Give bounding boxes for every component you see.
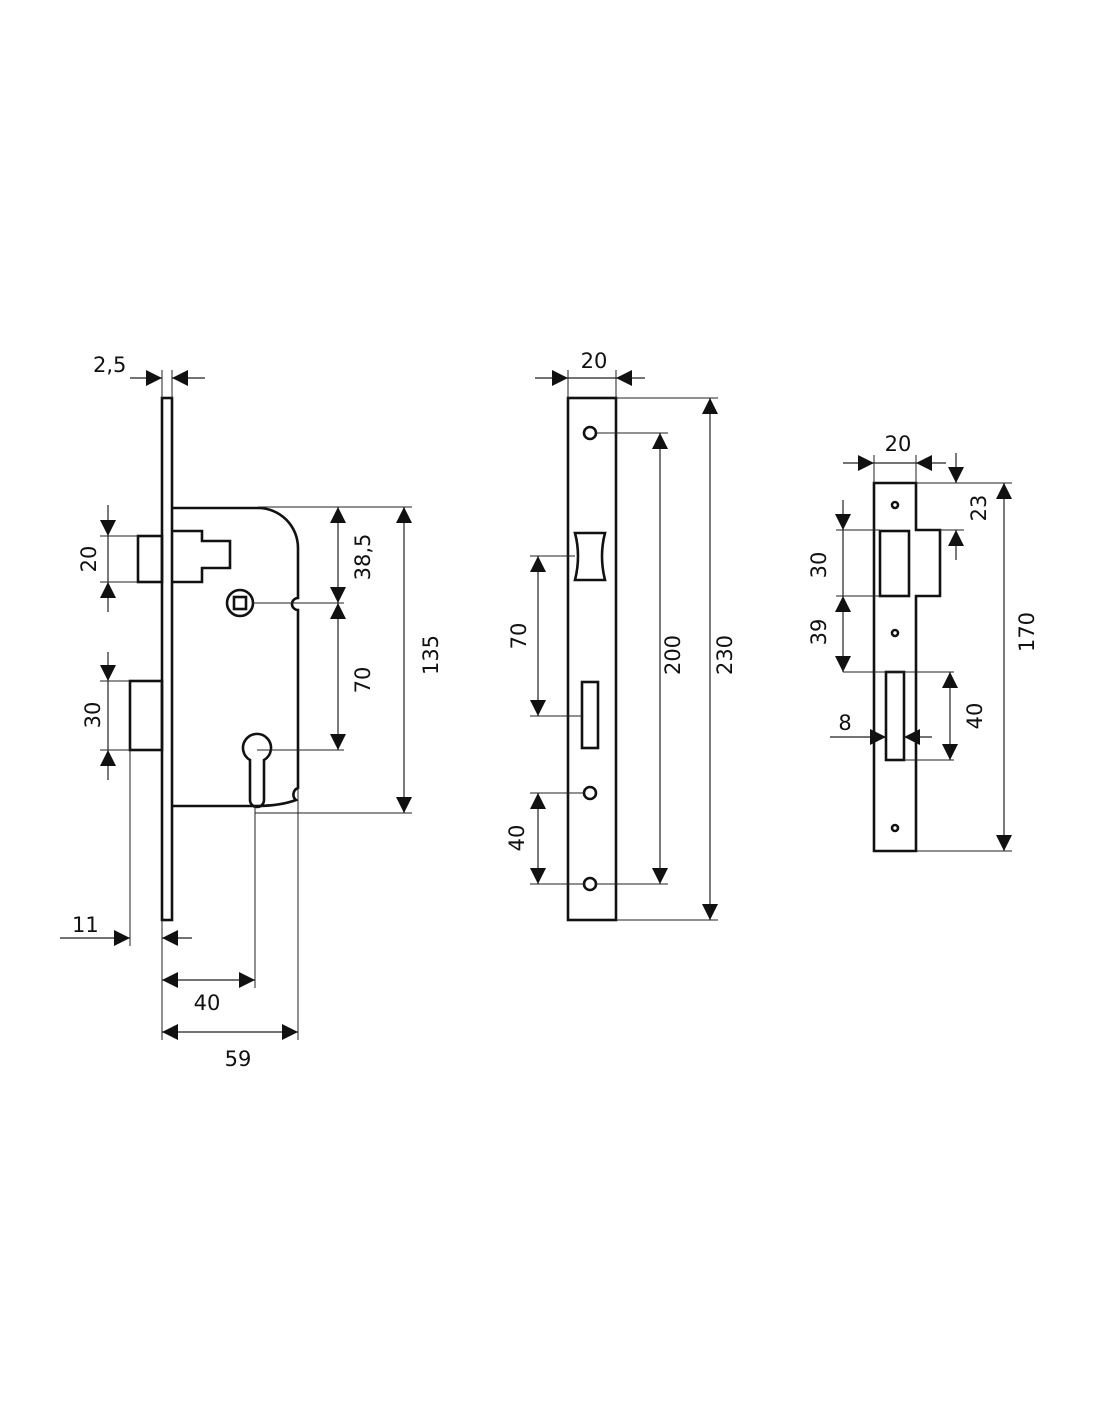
strike-plate-body — [872, 481, 942, 853]
strike-plate-view — [872, 481, 942, 853]
latch-opening — [573, 531, 607, 582]
deadbolt — [128, 679, 164, 752]
dim-deadbolt-width: 8 — [838, 711, 851, 735]
dim-top-to-spindle: 38,5 — [351, 534, 375, 581]
dim-latch-opening: 30 — [807, 552, 831, 579]
mortise-lock-view — [128, 396, 300, 922]
screw-hole-icon — [890, 628, 900, 638]
spindle-hub — [225, 588, 255, 618]
dim-bottom-screw-offset: 40 — [505, 825, 529, 852]
lock-case — [172, 506, 300, 808]
screw-hole-icon — [582, 425, 598, 441]
screw-hole-icon — [582, 785, 598, 801]
dim-deadbolt-opening: 40 — [963, 703, 987, 730]
dim-spindle-to-cylinder: 70 — [351, 667, 375, 694]
dim-top-offset: 23 — [967, 495, 991, 522]
deadbolt-slot — [580, 680, 600, 750]
dim-deadbolt-height: 30 — [81, 702, 105, 729]
dim-faceplate-thickness: 2,5 — [93, 353, 126, 377]
dim-screw-spacing: 200 — [661, 635, 685, 675]
dim-gap: 39 — [807, 619, 831, 646]
dim-backset: 40 — [194, 991, 221, 1015]
dim-case-depth: 59 — [225, 1047, 252, 1071]
faceplate-dimensions: 20 200 230 70 40 — [505, 349, 737, 921]
screw-hole-icon — [890, 500, 900, 510]
deadbolt-opening — [884, 670, 906, 762]
lock-faceplate — [160, 396, 174, 922]
dim-latch-to-deadbolt: 70 — [507, 623, 531, 650]
latch-opening — [878, 529, 911, 598]
mortise-lock-dimensions: 2,5 20 30 38,5 70 135 11 40 59 — [60, 353, 443, 1071]
faceplate-view — [566, 396, 618, 922]
spindle-square-icon — [232, 595, 248, 611]
dim-strike-height: 170 — [1015, 612, 1039, 652]
dim-faceplate-width: 20 — [581, 349, 608, 373]
dim-faceplate-height: 230 — [713, 635, 737, 675]
latch-mechanism — [172, 529, 232, 584]
cylinder-hole — [241, 732, 273, 809]
dim-latch-height: 20 — [77, 546, 101, 573]
latch-bolt — [136, 534, 164, 584]
dim-deadbolt-throw: 11 — [72, 913, 99, 937]
strike-plate-dimensions: 20 23 170 30 39 40 8 — [807, 432, 1039, 852]
dim-case-height: 135 — [419, 635, 443, 675]
screw-hole-icon — [890, 823, 900, 833]
dim-strike-width: 20 — [885, 432, 912, 456]
faceplate-body — [566, 396, 618, 922]
screw-hole-icon — [582, 876, 598, 892]
